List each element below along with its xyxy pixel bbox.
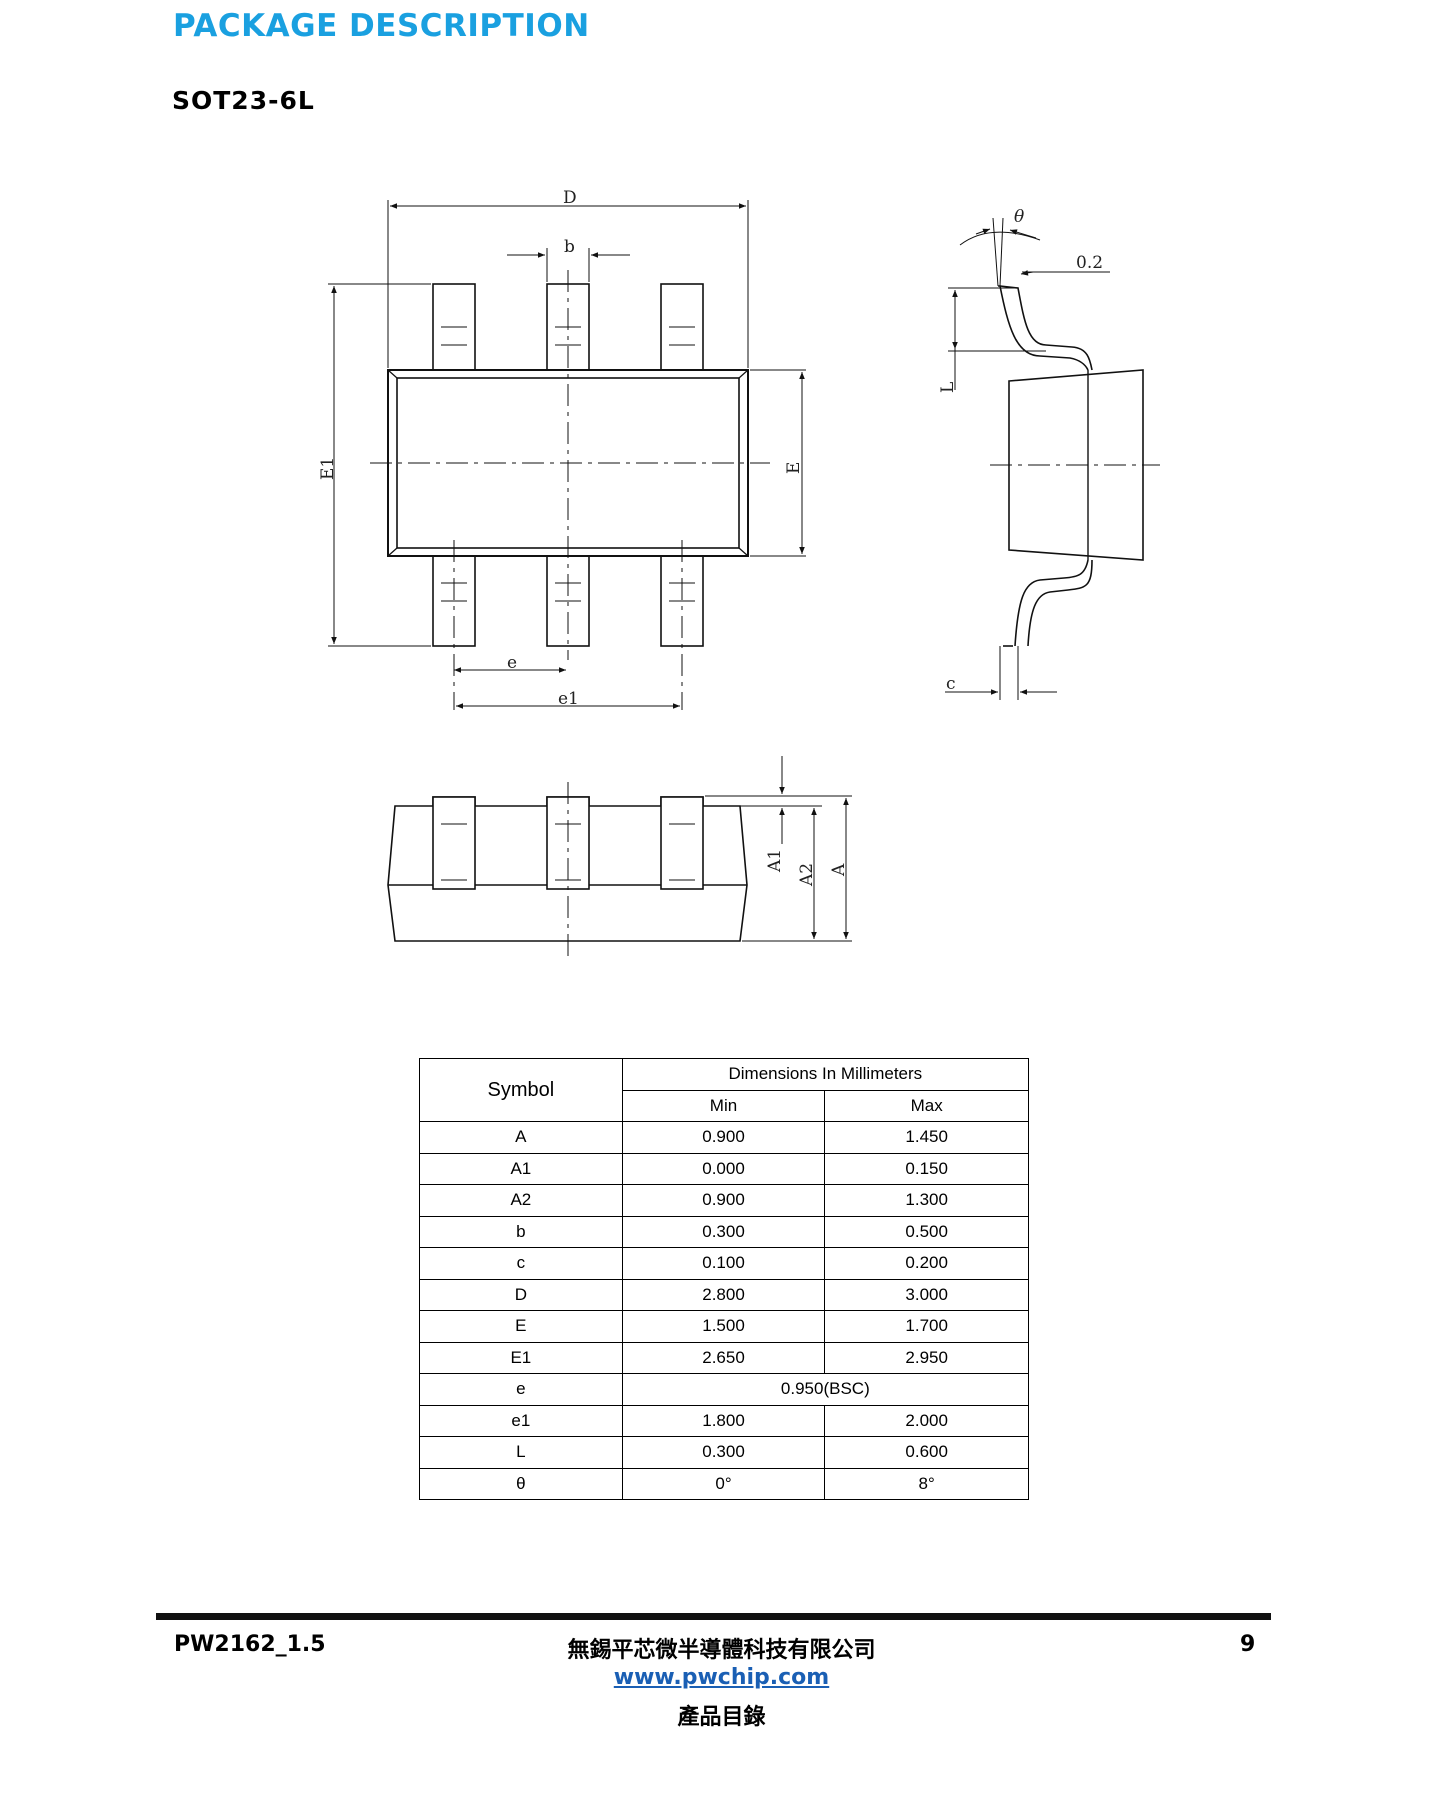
doc-id: PW2162_1.5 <box>174 1632 326 1657</box>
cell-min: 0.900 <box>621 1184 826 1217</box>
cell-min: 0.900 <box>621 1121 826 1154</box>
cell-symbol: L <box>419 1436 623 1469</box>
side-view <box>945 217 1160 700</box>
cell-min: 1.800 <box>621 1404 826 1437</box>
cell-max: 0.600 <box>824 1436 1029 1469</box>
label-D: D <box>563 188 577 208</box>
cell-symbol: c <box>419 1247 623 1280</box>
website-link[interactable]: www.pwchip.com <box>613 1665 830 1690</box>
cell-symbol: b <box>419 1215 623 1248</box>
cell-symbol: A2 <box>419 1184 623 1217</box>
company-name: 無錫平芯微半導體科技有限公司 <box>567 1638 876 1663</box>
cell-min: 0.000 <box>621 1152 826 1185</box>
website-link-wrapper: www.pwchip.com <box>0 1665 1443 1690</box>
cell-min: 0.300 <box>621 1436 826 1469</box>
label-gauge: 0.2 <box>1076 253 1103 273</box>
label-L: L <box>938 382 958 393</box>
cell-symbol: E1 <box>419 1341 623 1374</box>
cell-max: 1.450 <box>824 1121 1029 1154</box>
cell-span: 0.950(BSC) <box>621 1373 1030 1406</box>
label-E1: E1 <box>318 457 338 480</box>
label-e1: e1 <box>558 689 579 709</box>
footer-divider <box>156 1613 1271 1620</box>
label-e: e <box>507 653 517 673</box>
cell-min: 0.300 <box>621 1215 826 1248</box>
cell-max: 0.150 <box>824 1152 1029 1185</box>
cell-max: 2.000 <box>824 1404 1029 1437</box>
cell-min: 2.800 <box>621 1278 826 1311</box>
cell-max: 2.950 <box>824 1341 1029 1374</box>
package-name: SOT23-6L <box>172 86 315 115</box>
cell-min: 1.500 <box>621 1310 826 1343</box>
label-A1: A1 <box>765 849 785 873</box>
cell-symbol: e1 <box>419 1404 623 1437</box>
section-title: PACKAGE DESCRIPTION <box>173 8 590 44</box>
label-A: A <box>829 863 849 877</box>
cell-symbol: A1 <box>419 1152 623 1185</box>
label-c: c <box>946 674 956 694</box>
cell-max: 8° <box>824 1467 1029 1500</box>
dimensions-header: Dimensions In Millimeters <box>621 1058 1030 1091</box>
page-number: 9 <box>1240 1632 1256 1657</box>
cell-symbol: e <box>419 1373 623 1406</box>
cell-min: 2.650 <box>621 1341 826 1374</box>
symbol-header: Symbol <box>419 1058 623 1122</box>
front-view <box>387 756 852 956</box>
dimensions-table: Symbol Dimensions In Millimeters Min Max… <box>419 1058 1030 1500</box>
cell-symbol: A <box>419 1121 623 1154</box>
label-A2: A2 <box>797 863 817 887</box>
cell-min: 0° <box>621 1467 826 1500</box>
label-b: b <box>564 237 575 257</box>
cell-max: 1.700 <box>824 1310 1029 1343</box>
cell-symbol: E <box>419 1310 623 1343</box>
label-E: E <box>784 462 804 474</box>
min-header: Min <box>621 1089 826 1122</box>
catalog-label: 產品目錄 <box>677 1705 766 1730</box>
label-theta: θ <box>1014 207 1024 227</box>
cell-min: 0.100 <box>621 1247 826 1280</box>
cell-max: 3.000 <box>824 1278 1029 1311</box>
cell-symbol: θ <box>419 1467 623 1500</box>
cell-max: 0.200 <box>824 1247 1029 1280</box>
cell-max: 1.300 <box>824 1184 1029 1217</box>
package-drawing: D b E1 E e e1 <box>318 188 1160 956</box>
cell-symbol: D <box>419 1278 623 1311</box>
cell-max: 0.500 <box>824 1215 1029 1248</box>
top-view <box>328 200 806 710</box>
max-header: Max <box>824 1089 1029 1122</box>
